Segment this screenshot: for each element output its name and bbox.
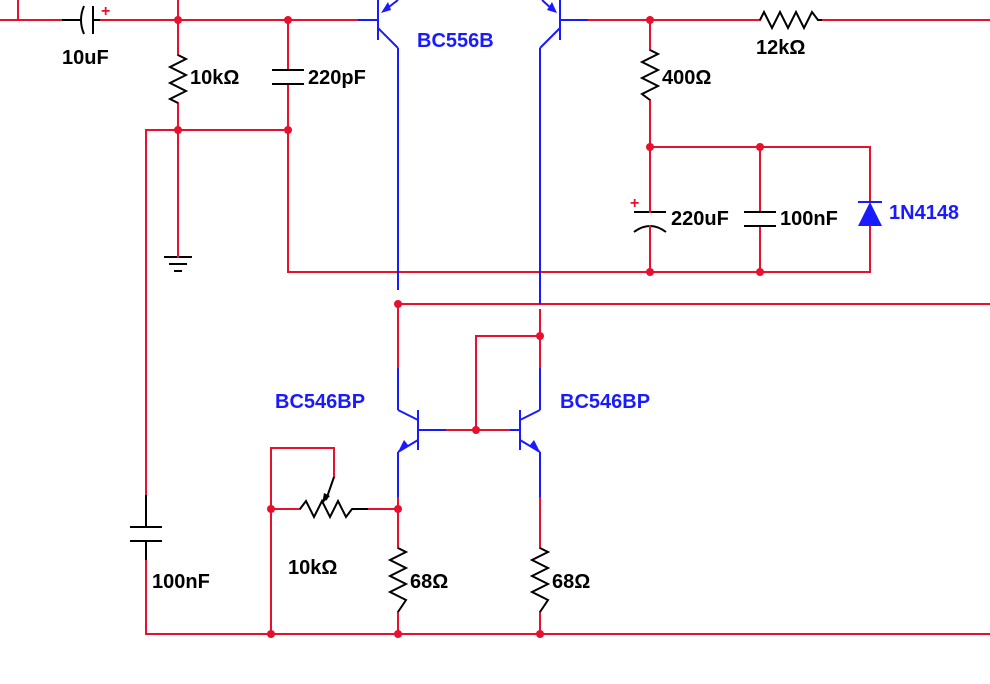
transistor-pnp-right: [539, 0, 588, 49]
transistor-npn-left: [397, 368, 446, 497]
wire-cap-to-node: [99, 0, 179, 21]
capacitor-220uf-label: 220uF: [671, 208, 729, 230]
transistor-npn-right: [510, 368, 541, 497]
capacitor-100nf-top-label: 100nF: [780, 208, 838, 230]
capacitor-100nf-left-label: 100nF: [152, 571, 210, 593]
capacitor-220uf: + 220uF: [630, 195, 729, 233]
diode-1n4148-label: 1N4148: [889, 202, 959, 224]
transistor-pnp-left: [358, 0, 399, 49]
ground-symbol: [164, 254, 192, 272]
transistor-pnp-label: BC556B: [417, 30, 494, 52]
capacitor-100nf-top: 100nF: [744, 208, 838, 230]
resistor-10k-bias: 10kΩ: [167, 54, 239, 104]
wire-rail-147: [649, 146, 871, 203]
resistor-68-left: 68Ω: [387, 547, 448, 613]
resistor-400: 400Ω: [639, 49, 711, 101]
resistor-12k: 12kΩ: [756, 9, 822, 59]
junctions: [174, 16, 764, 638]
diode-1n4148: 1N4148: [858, 201, 959, 226]
transistor-npn-right-label: BC546BP: [560, 391, 650, 413]
resistor-68-left-label: 68Ω: [410, 571, 448, 593]
wire-mirror: [475, 335, 541, 431]
resistor-10k-bias-label: 10kΩ: [190, 67, 239, 89]
transistor-npn-left-label: BC546BP: [275, 391, 365, 413]
wire-cap-bottom-left: [145, 559, 990, 635]
capacitor-220pf-label: 220pF: [308, 67, 366, 89]
capacitor-100nf-left: 100nF: [130, 495, 210, 593]
capacitor-10uf: + 10uF: [62, 3, 110, 69]
resistor-400-label: 400Ω: [662, 67, 711, 89]
capacitor-220uf-polarity: +: [630, 195, 639, 212]
resistor-12k-label: 12kΩ: [756, 37, 805, 59]
capacitor-220pf: 220pF: [272, 67, 366, 89]
wire-220p-bottom: [287, 83, 871, 273]
resistor-68-right-label: 68Ω: [552, 571, 590, 593]
wires: [0, 0, 990, 635]
capacitor-10uf-label: 10uF: [62, 47, 109, 69]
capacitor-10uf-polarity: +: [101, 3, 110, 20]
potentiometer-10k-label: 10kΩ: [288, 557, 337, 579]
semiconductor-traces: [397, 48, 541, 304]
potentiometer-10k: 10kΩ: [288, 476, 368, 579]
wire-pot-loop: [270, 447, 335, 635]
resistor-68-right: 68Ω: [529, 547, 590, 613]
